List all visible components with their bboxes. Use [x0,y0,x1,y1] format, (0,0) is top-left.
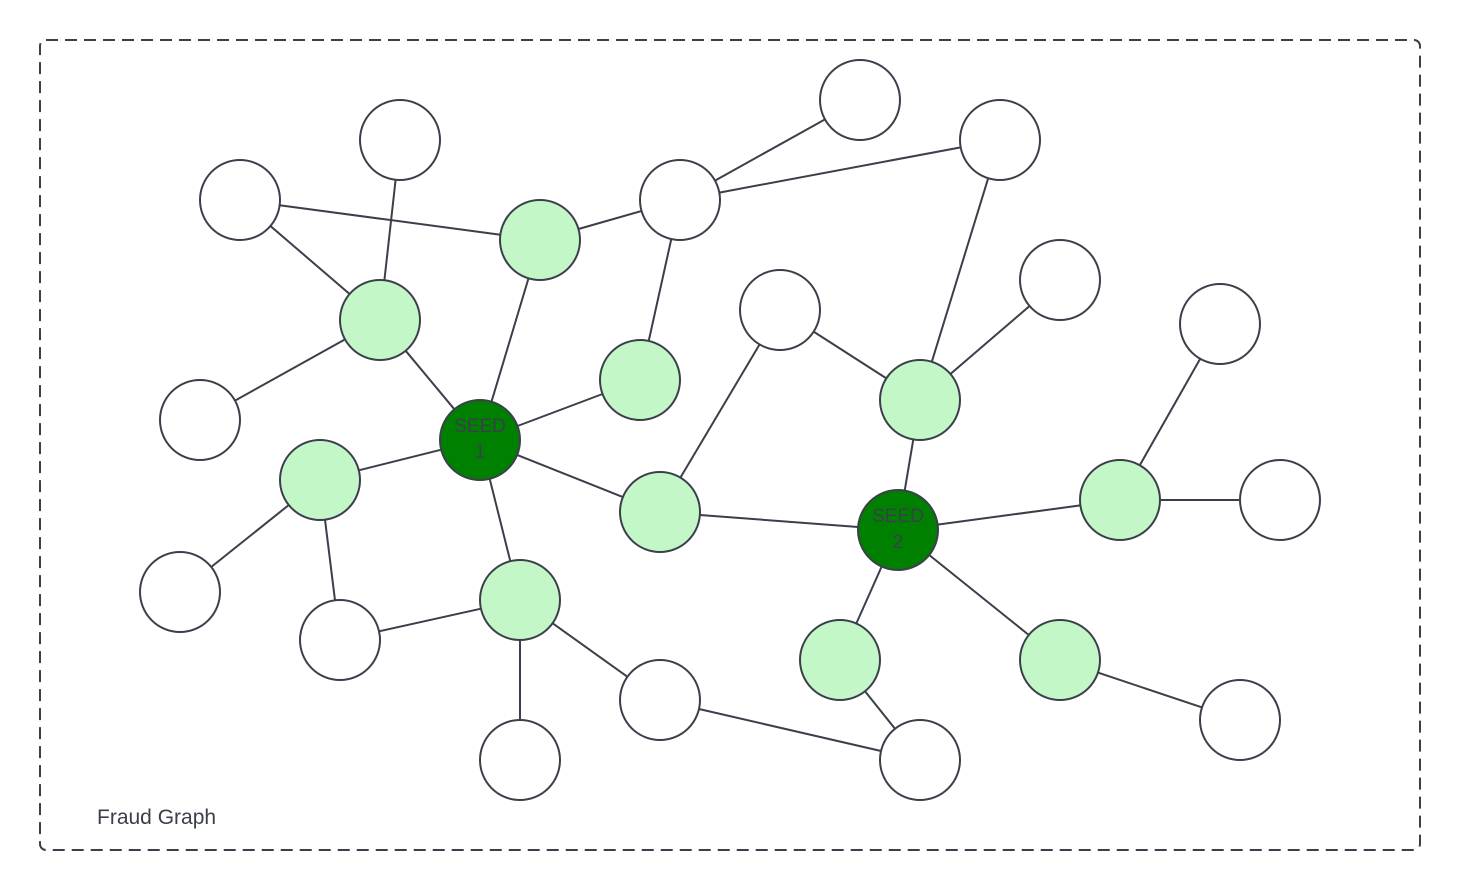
graph-frame [39,39,1421,851]
edge-s1-g3 [517,393,603,427]
edge-w8-w9 [714,118,826,182]
edge-w5-g5 [378,607,482,633]
node-w5 [299,599,381,681]
connected-node-g10 [1019,619,1101,701]
seed-2-label-line1: SEED [872,506,924,527]
connected-node-g5 [479,559,561,641]
edge-w8-w10 [719,146,961,194]
node-w1 [359,99,441,181]
edge-s2-g10 [928,554,1030,636]
connected-node-g2 [499,199,581,281]
seed-node-s2 [857,489,939,571]
seed-2-label: SEED 2 [872,506,924,553]
edge-s2-g8 [937,504,1081,526]
nodes-layer [139,59,1321,801]
edge-s2-g9 [855,566,883,624]
diagram-title: Fraud Graph [97,806,216,829]
connected-node-g6 [619,471,701,553]
seed-2-label-line2: 2 [893,532,904,553]
edge-g7-w12 [949,305,1031,375]
edge-s1-g4 [358,448,442,472]
node-w15 [1199,679,1281,761]
connected-node-g9 [799,619,881,701]
node-w14 [1239,459,1321,541]
edge-s1-g2 [490,278,530,402]
seed-node-s1 [439,399,521,481]
edge-g10-w15 [1097,671,1203,709]
node-w11 [739,269,821,351]
edge-g6-w11 [679,343,761,479]
edge-g8-w13 [1138,358,1202,466]
node-w7 [619,659,701,741]
edge-g1-w1 [383,179,397,281]
edge-w8-g3 [647,238,673,342]
edge-w7-w16 [698,708,882,752]
node-w9 [819,59,901,141]
edge-s1-g5 [488,478,512,562]
node-w6 [479,719,561,801]
node-w3 [159,379,241,461]
seed-1-label: SEED 1 [454,416,506,463]
seed-1-label-line1: SEED [454,416,506,437]
edge-g1-w2 [269,225,351,295]
node-w12 [1019,239,1101,321]
connected-node-g1 [339,279,421,361]
node-w13 [1179,283,1261,365]
edge-w2-g2 [279,204,501,236]
edge-g4-w4 [210,504,290,568]
edge-g2-w8 [578,210,642,230]
edge-g6-s2 [699,514,859,528]
edge-s1-g1 [404,350,456,410]
edges-layer [210,118,1240,752]
node-w8 [639,159,721,241]
edge-g5-w7 [551,622,629,678]
connected-node-g4 [279,439,361,521]
edge-g1-w3 [234,338,346,402]
node-w10 [959,99,1041,181]
edge-w11-g7 [813,330,887,380]
edge-s1-g6 [516,453,624,499]
connected-node-g8 [1079,459,1161,541]
edge-g4-w5 [324,519,336,601]
node-w2 [199,159,281,241]
edge-g7-w10 [930,177,990,363]
edge-g9-w16 [864,690,896,730]
connected-node-g3 [599,339,681,421]
connected-node-g7 [879,359,961,441]
seed-1-label-line2: 1 [475,442,486,463]
node-w4 [139,551,221,633]
edge-g7-s2 [903,439,915,491]
node-w16 [879,719,961,801]
